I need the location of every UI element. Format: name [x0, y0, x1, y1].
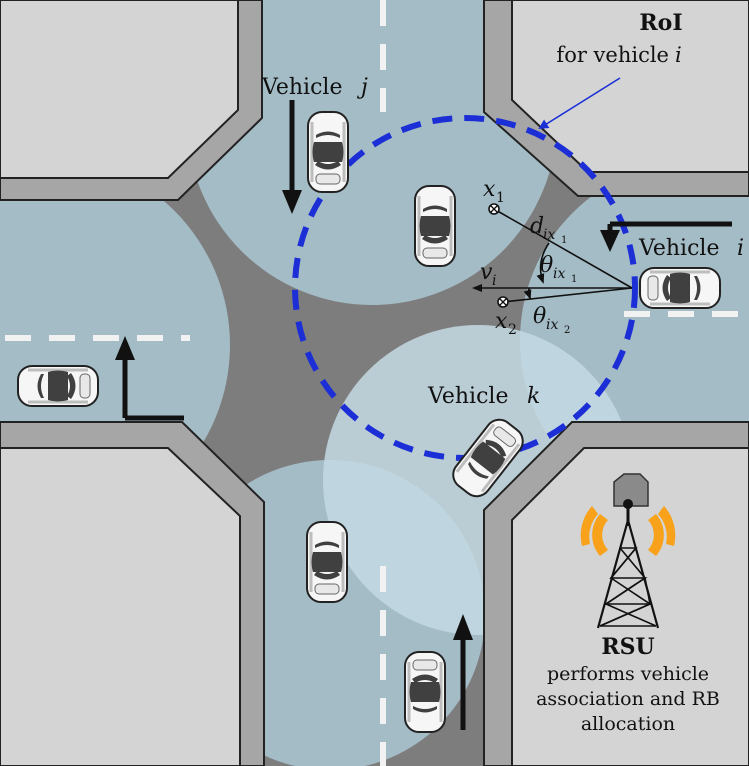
svg-text:θ: θ	[533, 304, 546, 329]
city-block-top-right	[483, 0, 749, 197]
svg-text:θ: θ	[540, 253, 553, 278]
geometry-lines	[472, 208, 633, 303]
rsu-signal-icon	[580, 506, 676, 556]
svg-text:1: 1	[496, 190, 505, 206]
svg-text:d: d	[530, 214, 544, 239]
vehicle-k-label: Vehicle	[427, 384, 508, 409]
roi-title: RoI	[639, 10, 682, 36]
vehicle-bottom-center-car	[305, 520, 349, 604]
vehicle-left-car	[16, 364, 100, 408]
vehicle-k-var: k	[527, 384, 540, 409]
vehicle-j-label: Vehicle	[261, 75, 342, 100]
rsu-title: RSU	[601, 634, 654, 660]
label-v-i: v i	[480, 260, 496, 289]
vehicle-i-label: Vehicle	[638, 236, 719, 261]
roi-subtitle-var: i	[675, 43, 682, 67]
direction-arrows	[115, 100, 732, 730]
city-block-top-left	[0, 0, 263, 201]
city-block-bottom-left	[0, 421, 265, 766]
svg-text:ix: ix	[543, 227, 555, 243]
vehicle-center-car	[413, 184, 457, 268]
city-block-bottom-right	[483, 421, 749, 766]
svg-text:2: 2	[564, 325, 570, 336]
vehicle-bottom-right-car	[403, 650, 447, 734]
svg-text:1: 1	[571, 274, 577, 285]
point-x1-marker	[488, 203, 500, 215]
vehicle-j-car	[306, 110, 350, 194]
svg-text:x: x	[483, 177, 496, 202]
rsu-description-line-2: association and RB	[536, 688, 720, 710]
lane-markings	[5, 0, 749, 766]
label-x1: x 1	[483, 177, 505, 206]
roi-subtitle: for vehicle	[556, 43, 669, 67]
roi-pointer-arrow	[538, 77, 621, 130]
vehicle-i-var: i	[737, 236, 744, 261]
point-x2-marker	[497, 296, 509, 308]
rsu-tower-icon	[596, 473, 660, 629]
svg-text:ix: ix	[553, 266, 565, 282]
rsu-description-line-1: performs vehicle	[547, 663, 709, 685]
svg-text:v: v	[480, 260, 493, 285]
label-theta-ix1: θ ix 1	[540, 253, 577, 285]
svg-text:2: 2	[508, 322, 517, 338]
rsu-description-line-3: allocation	[581, 713, 675, 735]
label-x2: x 2	[495, 309, 517, 338]
label-d-ix1: d ix 1	[530, 214, 567, 246]
vehicle-i-car	[638, 266, 722, 310]
svg-text:ix: ix	[546, 317, 558, 333]
svg-text:x: x	[495, 309, 508, 334]
svg-text:i: i	[492, 273, 496, 289]
label-theta-ix2: θ ix 2	[533, 304, 570, 336]
svg-text:1: 1	[561, 235, 567, 246]
